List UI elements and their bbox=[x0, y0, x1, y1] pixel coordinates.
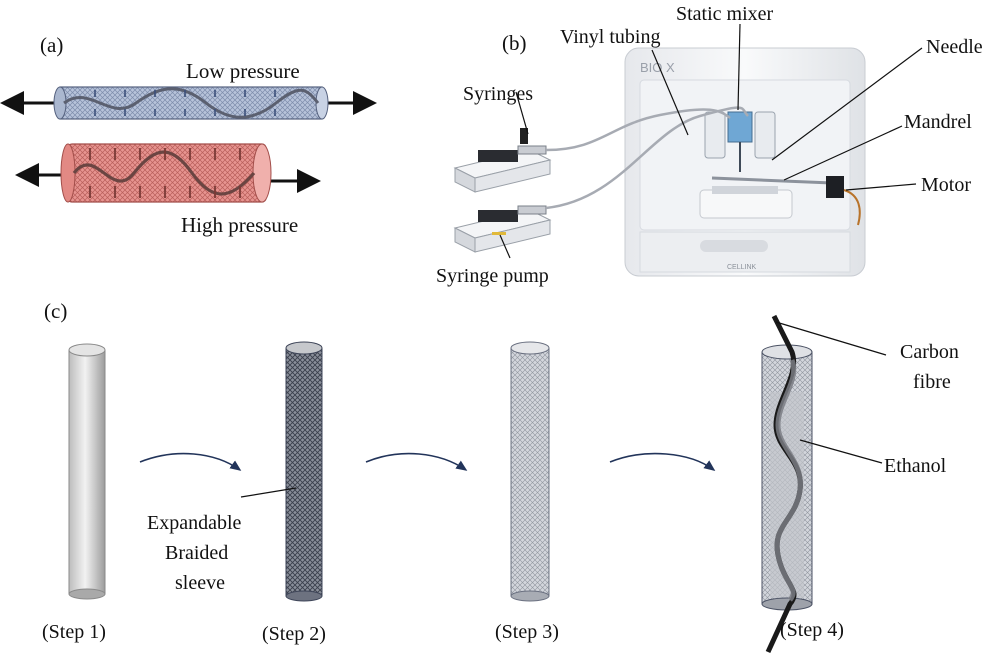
step-2-label: (Step 2) bbox=[262, 623, 326, 645]
mandrel-label: Mandrel bbox=[904, 111, 972, 133]
step-4-actuator bbox=[761, 314, 813, 654]
panel-b-tag: (b) bbox=[502, 31, 527, 55]
sleeve-label-line-2: Braided bbox=[165, 542, 228, 564]
vinyl-tubing bbox=[545, 106, 749, 210]
sleeve-label-line-3: sleeve bbox=[175, 572, 225, 594]
step-2-braided-mandrel bbox=[285, 341, 323, 602]
syringe-pump-bottom bbox=[453, 205, 552, 253]
bioprinter: BIO X CELLINK bbox=[624, 47, 866, 277]
panel-c-tag: (c) bbox=[44, 299, 67, 323]
panel-c-leader-lines bbox=[240, 321, 887, 498]
carbon-label-line-1: Carbon bbox=[900, 341, 959, 363]
printer-maker: CELLINK bbox=[727, 264, 757, 271]
step-1-label: (Step 1) bbox=[42, 621, 106, 643]
low-pressure-tube: Low pressure bbox=[0, 59, 377, 120]
high-pressure-label: High pressure bbox=[181, 213, 298, 237]
syringe-pump-top bbox=[453, 128, 552, 193]
step-1-mandrel bbox=[68, 343, 106, 600]
low-pressure-label: Low pressure bbox=[186, 59, 300, 83]
panel-a-tag: (a) bbox=[40, 33, 63, 57]
needle-label: Needle bbox=[926, 36, 983, 58]
panel-c: (c) bbox=[42, 299, 959, 654]
step-3-label: (Step 3) bbox=[495, 621, 559, 643]
sleeve-label-line-1: Expandable bbox=[147, 512, 242, 534]
step-arrows bbox=[139, 452, 716, 471]
panel-b: (b) BIO X CELLINK bbox=[436, 3, 983, 287]
ethanol-label: Ethanol bbox=[884, 455, 947, 477]
printer-brand: BIO X bbox=[640, 60, 675, 75]
motor-label: Motor bbox=[921, 174, 971, 196]
syringes-label: Syringes bbox=[463, 83, 533, 105]
high-pressure-tube: High pressure bbox=[14, 143, 321, 237]
carbon-label-line-2: fibre bbox=[913, 371, 951, 393]
syringe-pump-label: Syringe pump bbox=[436, 265, 549, 287]
step-3-sleeve bbox=[510, 341, 550, 602]
panel-a: (a) Low pressure bbox=[0, 33, 377, 237]
static-mixer-label: Static mixer bbox=[676, 3, 774, 25]
step-4-label: (Step 4) bbox=[780, 619, 844, 641]
panel-b-leader-lines bbox=[499, 23, 923, 259]
vinyl-tubing-label: Vinyl tubing bbox=[560, 26, 660, 48]
